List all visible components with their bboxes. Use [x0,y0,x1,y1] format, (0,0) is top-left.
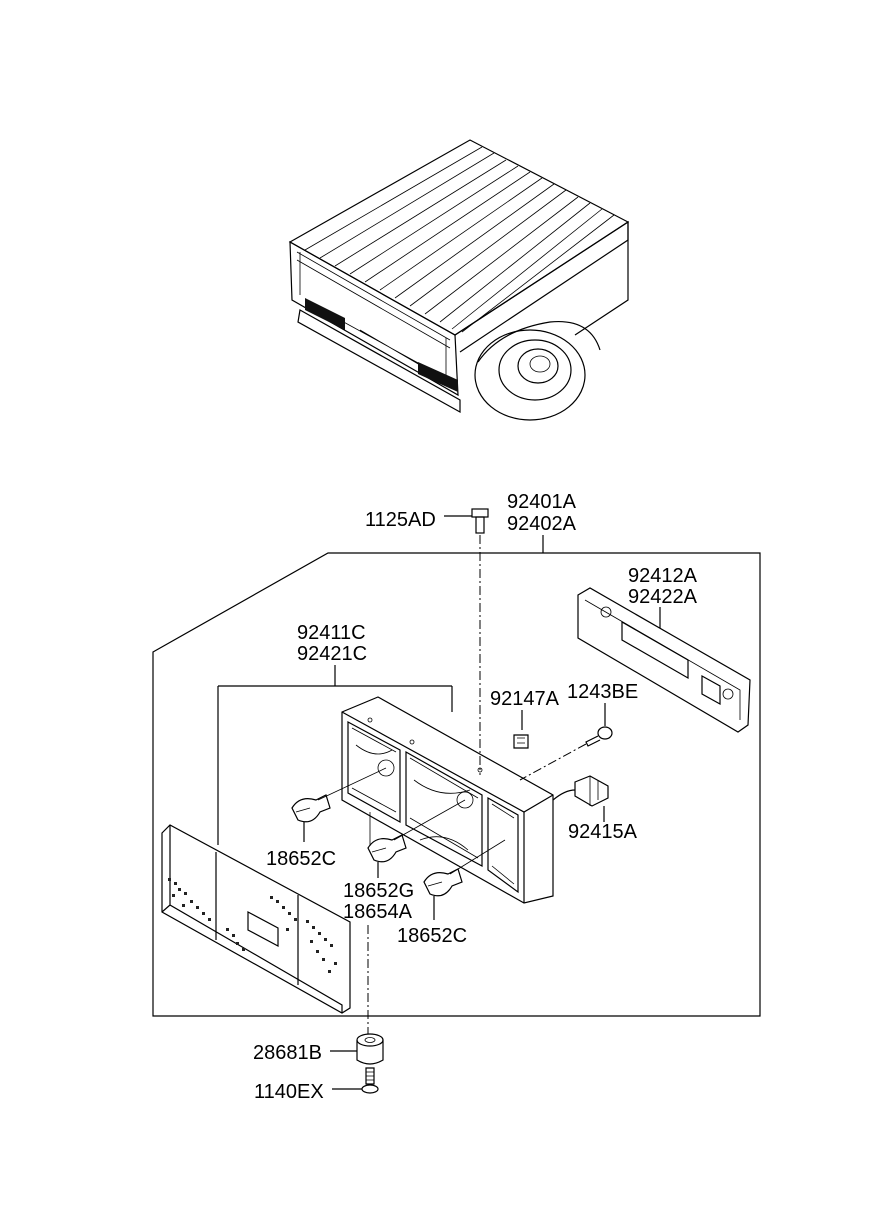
callout-1243BE: 1243BE [567,681,638,703]
callout-92411C: 92411C [297,622,366,644]
connector-icon [552,775,609,807]
clip-icon [513,734,529,749]
screw-1243BE-icon [519,726,613,781]
callout-1125AD: 1125AD [365,509,436,531]
callout-92421C: 92421C [297,643,367,665]
callout-92401A: 92401A [507,491,577,513]
lamp-lens-icon [161,824,351,1014]
callout-18652C-right: 18652C [397,925,467,947]
bulb-right-icon [423,868,463,897]
grommet-icon [356,1033,384,1065]
reflector-plate-icon [577,587,751,733]
assembly-outline [152,552,761,1017]
callout-18652G: 18652G [343,880,414,902]
callout-92415A: 92415A [568,821,638,843]
callout-92402A: 92402A [507,513,577,535]
callout-28681B: 28681B [253,1042,322,1064]
callout-92147A: 92147A [490,688,560,710]
bulb-left-icon [291,794,331,823]
truck-overview-illustration [288,139,630,421]
bulb-center-icon [367,834,407,863]
callout-18654A: 18654A [343,901,413,923]
callout-92422A: 92422A [628,586,698,608]
bolt-1125AD-icon [444,508,489,775]
callout-92412A: 92412A [628,565,698,587]
lamp-housing-icon [341,696,554,904]
callout-1140EX: 1140EX [254,1081,324,1103]
bolt-1140EX-icon [361,1067,379,1094]
callout-18652C-left: 18652C [266,848,336,870]
